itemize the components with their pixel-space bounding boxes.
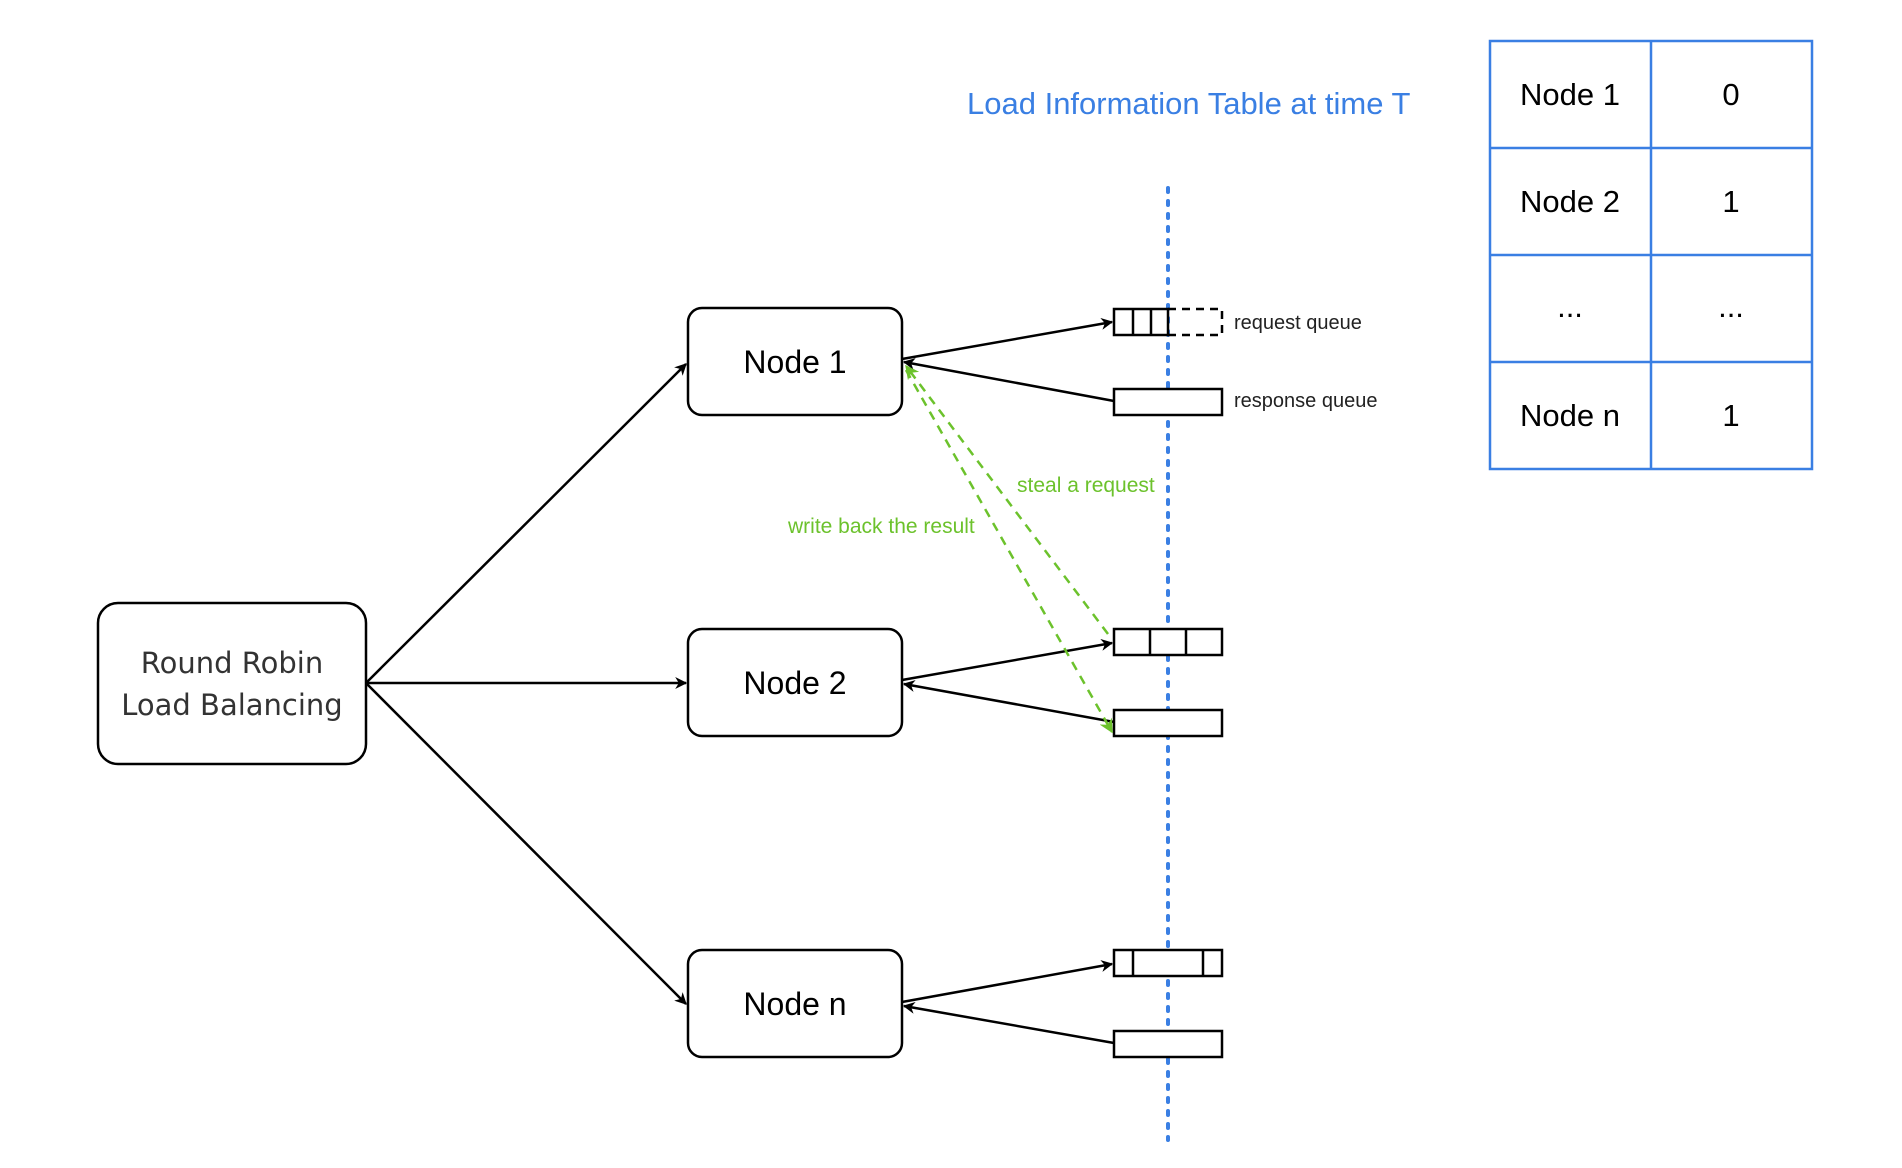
table-cell-node: ... (1557, 289, 1583, 324)
load-information-table: Node 1 0 Node 2 1 ... ... Node n 1 (1488, 39, 1814, 471)
table-cell-node: Node 1 (1520, 77, 1620, 112)
node-n-box: Node n (686, 948, 904, 1059)
arrow-lb-to-node1 (365, 363, 687, 684)
node-2-response-queue (1112, 708, 1224, 738)
arrow-lb-to-noden (365, 682, 687, 1005)
node-2-label: Node 2 (743, 665, 846, 701)
arrow-response-queue-to-noden (902, 1001, 1115, 1045)
steal-request-label: steal a request (1017, 474, 1155, 497)
response-queue-label: response queue (1234, 390, 1377, 412)
write-back-label: write back the result (787, 515, 975, 538)
arrow-response-queue-to-node2 (902, 680, 1115, 724)
arrow-steal-request (905, 364, 1109, 635)
table-cell-load: 0 (1722, 77, 1739, 112)
table-cell-load: 1 (1722, 398, 1739, 433)
table-title: Load Information Table at time T (967, 86, 1411, 121)
table-cell-load: 1 (1722, 184, 1739, 219)
table-cell-node: Node n (1520, 398, 1620, 433)
node-2-request-queue (1112, 627, 1224, 657)
node-1-label: Node 1 (743, 344, 846, 380)
arrow-node1-to-request-queue (901, 317, 1114, 361)
node-2-box: Node 2 (686, 627, 904, 738)
request-queue-label: request queue (1234, 312, 1362, 334)
table-cell-node: Node 2 (1520, 184, 1620, 219)
table-cell-load: ... (1718, 289, 1744, 324)
node-1-response-queue (1112, 387, 1224, 417)
lb-label-line1: Round Robin (141, 646, 323, 680)
arrow-noden-to-request-queue (901, 960, 1114, 1004)
node-n-response-queue (1112, 1029, 1224, 1059)
node-1-request-queue (1112, 307, 1224, 337)
round-robin-load-balancer: Round Robin Load Balancing (96, 601, 368, 766)
arrow-response-queue-to-node1 (902, 358, 1115, 403)
lb-label-line2: Load Balancing (121, 688, 342, 722)
arrow-node2-to-request-queue (901, 638, 1114, 682)
node-1-box: Node 1 (686, 306, 904, 417)
arrow-write-back-result (904, 369, 1114, 734)
node-n-request-queue (1112, 948, 1224, 978)
node-n-label: Node n (743, 986, 846, 1022)
